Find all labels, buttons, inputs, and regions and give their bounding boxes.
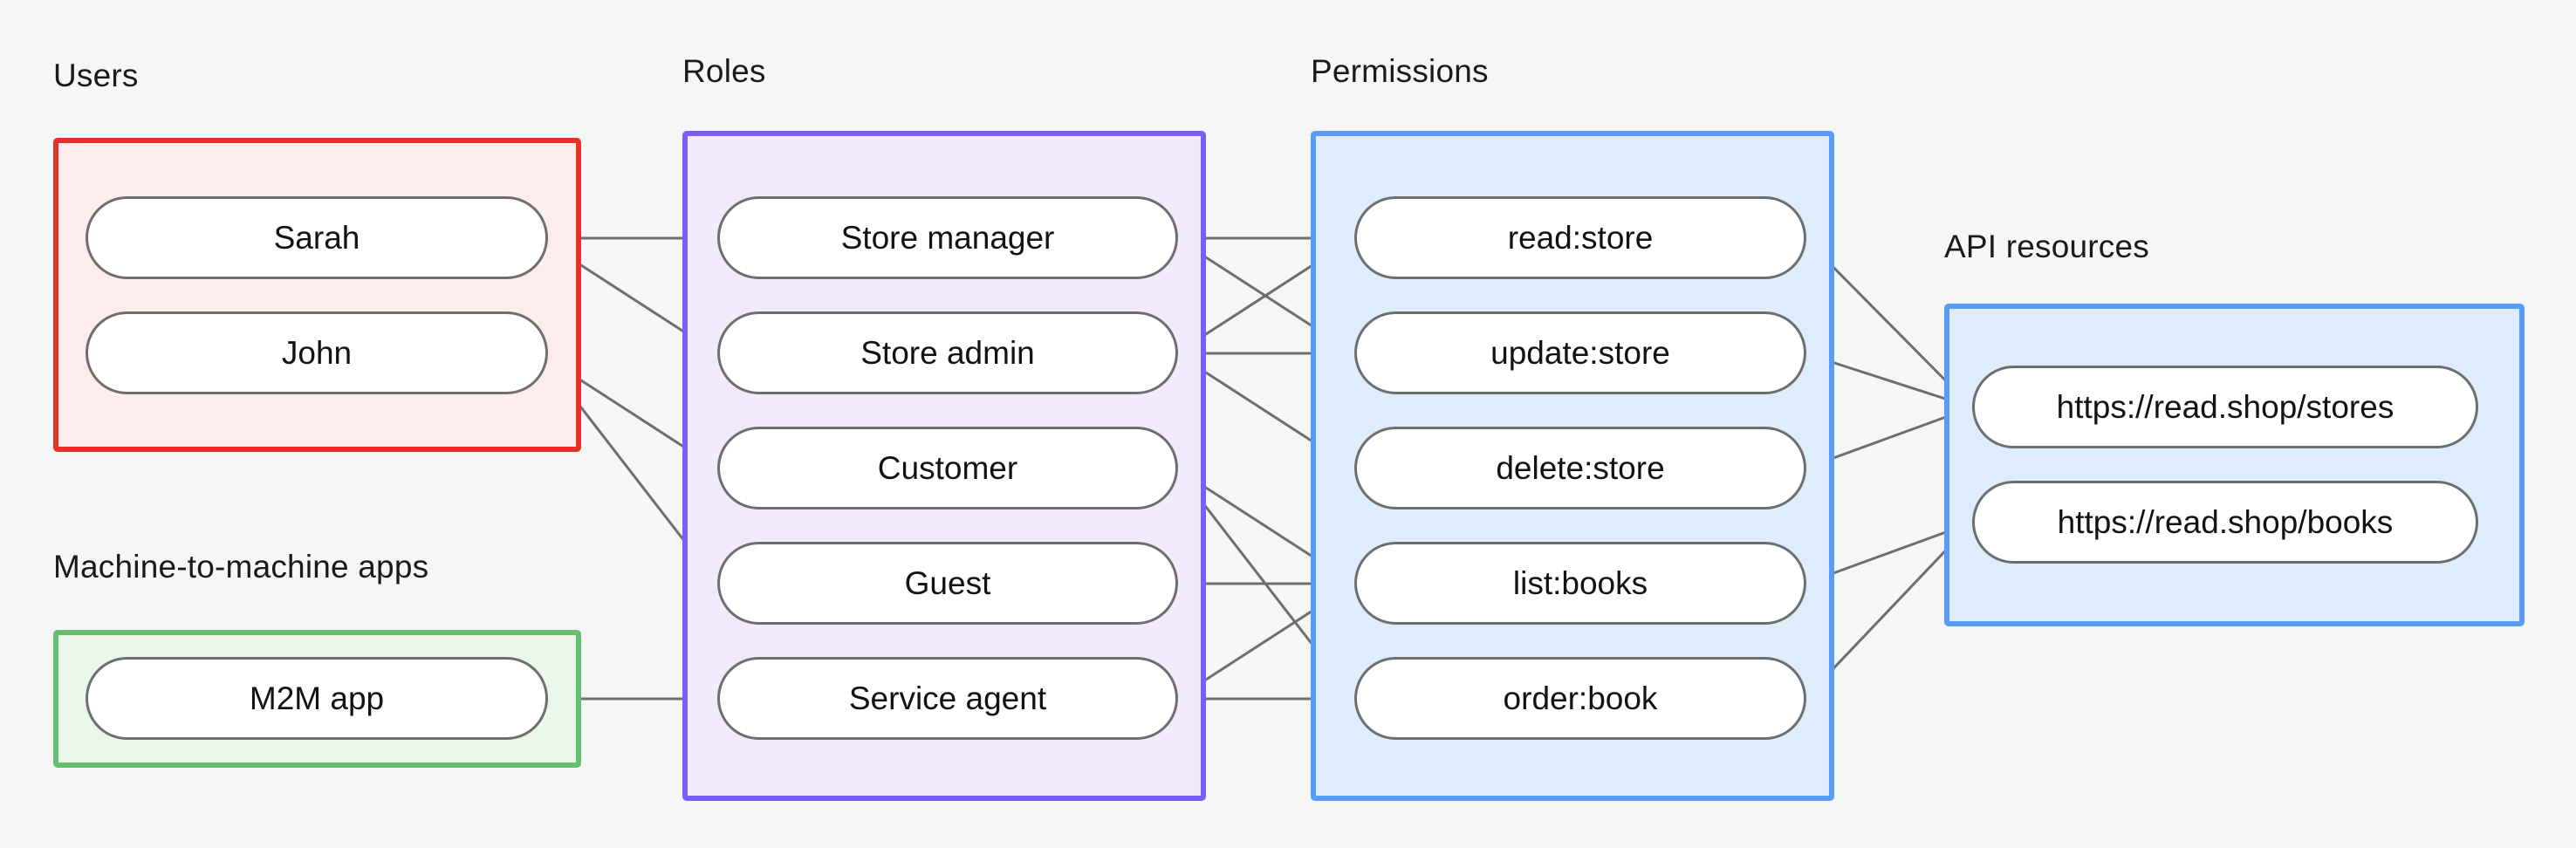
node-guest[interactable]: Guest <box>717 542 1178 625</box>
node-m2m-app-label: M2M app <box>249 680 385 716</box>
node-sarah[interactable]: Sarah <box>86 196 548 279</box>
node-store-manager-label: Store manager <box>840 220 1055 256</box>
node-api-stores-label: https://read.shop/stores <box>2056 389 2394 425</box>
node-service-agent-label: Service agent <box>848 680 1047 716</box>
group-label-users: Users <box>53 58 139 93</box>
group-box-api-resources <box>1944 304 2525 626</box>
node-customer[interactable]: Customer <box>717 427 1178 509</box>
node-read-store[interactable]: read:store <box>1354 196 1806 279</box>
group-label-m2m: Machine-to-machine apps <box>53 549 429 585</box>
node-john-label: John <box>281 335 353 371</box>
node-update-store[interactable]: update:store <box>1354 311 1806 394</box>
node-sarah-label: Sarah <box>273 220 360 256</box>
node-list-books-label: list:books <box>1512 565 1648 601</box>
node-delete-store-label: delete:store <box>1496 450 1665 486</box>
node-order-book[interactable]: order:book <box>1354 657 1806 740</box>
group-label-api-resources: API resources <box>1944 229 2149 264</box>
node-order-book-label: order:book <box>1503 680 1658 716</box>
node-api-stores[interactable]: https://read.shop/stores <box>1972 366 2478 448</box>
node-list-books[interactable]: list:books <box>1354 542 1806 625</box>
node-read-store-label: read:store <box>1507 220 1654 256</box>
node-john[interactable]: John <box>86 311 548 394</box>
node-store-manager[interactable]: Store manager <box>717 196 1178 279</box>
group-label-roles: Roles <box>682 53 766 89</box>
node-api-books-label: https://read.shop/books <box>2057 504 2394 540</box>
node-customer-label: Customer <box>877 450 1018 486</box>
node-update-store-label: update:store <box>1490 335 1670 371</box>
node-store-admin-label: Store admin <box>860 335 1035 371</box>
group-box-users <box>53 138 581 452</box>
node-guest-label: Guest <box>904 565 991 601</box>
node-delete-store[interactable]: delete:store <box>1354 427 1806 509</box>
node-m2m-app[interactable]: M2M app <box>86 657 548 740</box>
group-label-permissions: Permissions <box>1311 53 1489 89</box>
node-api-books[interactable]: https://read.shop/books <box>1972 481 2478 564</box>
node-store-admin[interactable]: Store admin <box>717 311 1178 394</box>
node-service-agent[interactable]: Service agent <box>717 657 1178 740</box>
